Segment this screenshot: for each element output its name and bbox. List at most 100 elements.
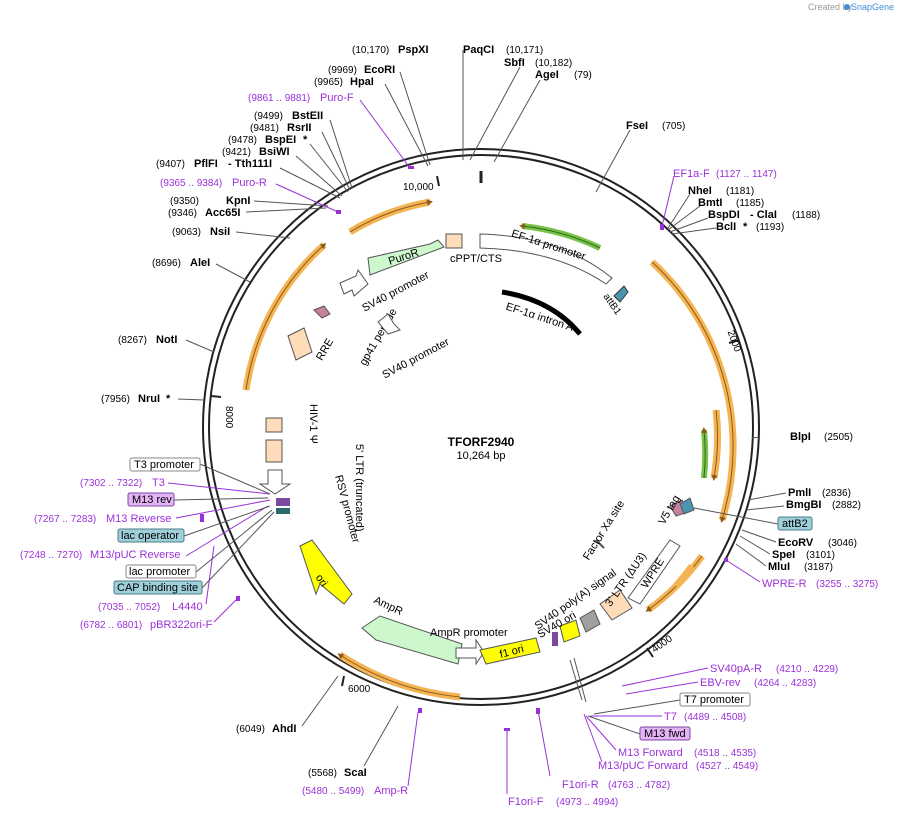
primer-m13-reverse-name[interactable]: M13 Reverse — [106, 513, 171, 525]
snapgene-logo-text: SnapGene — [851, 2, 894, 12]
site-pspxi-name[interactable]: PspXI — [398, 44, 429, 56]
feature-cppt-box[interactable] — [445, 233, 463, 249]
green-arc-ef1a-direction — [519, 223, 601, 249]
primer-ebv-rev-name[interactable]: EBV-rev — [700, 677, 741, 689]
site-nrui-name[interactable]: NruI — [138, 393, 160, 405]
feature-rsv-promoter-arrow[interactable] — [258, 469, 292, 495]
primer-puro-r-mark[interactable] — [336, 210, 341, 214]
orf-arc-left[interactable] — [242, 242, 327, 391]
primer-l4440-name[interactable]: L4440 — [172, 601, 203, 613]
site-scai-name[interactable]: ScaI — [344, 767, 367, 779]
site-pmli-name[interactable]: PmlI — [788, 487, 811, 499]
primer-f1ori-f-mark[interactable] — [504, 728, 510, 731]
feature-puror[interactable] — [367, 239, 445, 276]
orf-arc-puror[interactable] — [348, 198, 431, 235]
site-bspdi-name[interactable]: BspDI — [708, 209, 740, 221]
created-by-text: Created by — [808, 2, 853, 12]
site-bcli-name[interactable]: BclI — [716, 221, 736, 233]
primer-m13-forward-name[interactable]: M13 Forward — [618, 747, 683, 759]
site-sbfi-name[interactable]: SbfI — [504, 57, 525, 69]
feature-ef1a-promoter[interactable] — [479, 233, 613, 285]
box-lac-operator[interactable] — [117, 528, 185, 543]
primer-ef1a-f-mark[interactable] — [660, 224, 664, 230]
box-m13-fwd[interactable] — [639, 726, 691, 741]
primer-pbr322ori-f-name[interactable]: pBR322ori-F — [150, 619, 213, 631]
primer-pbr322ori-f-mark[interactable] — [236, 596, 240, 601]
feature-rre-box[interactable] — [287, 327, 313, 361]
tick-mark-2000 — [728, 339, 740, 344]
box-t7-promoter-leader — [593, 699, 681, 715]
primer-puro-f-mark[interactable] — [408, 166, 414, 169]
site-clai-name[interactable]: - ClaI — [750, 209, 777, 221]
primer-m13-puc-forward-name[interactable]: M13/pUC Forward — [598, 760, 688, 772]
feature-attb2-box[interactable] — [679, 497, 695, 515]
feature-ltr5-box[interactable] — [265, 439, 283, 463]
feature-wpre[interactable] — [627, 539, 681, 605]
feature-cap-marker[interactable] — [276, 508, 290, 514]
primer-amp-r-mark[interactable] — [418, 708, 422, 713]
site-bmti-name[interactable]: BmtI — [698, 197, 722, 209]
primer-f1ori-r-name[interactable]: F1ori-R — [562, 779, 599, 791]
feature-ori[interactable] — [299, 539, 353, 605]
primer-t7-name[interactable]: T7 — [664, 711, 677, 723]
primer-m13-puc-reverse-name[interactable]: M13/pUC Reverse — [90, 549, 180, 561]
primer-puro-r-name[interactable]: Puro-R — [232, 177, 267, 189]
feature-lac-region-marker[interactable] — [276, 498, 290, 506]
primer-m13-reverse-mark[interactable] — [200, 514, 204, 522]
site-rsrii-name[interactable]: RsrII — [287, 122, 311, 134]
feature-ampr-promoter-arrow[interactable] — [455, 638, 485, 666]
site-nsii-name[interactable]: NsiI — [210, 226, 230, 238]
feature-attb1-box[interactable] — [613, 285, 629, 303]
primer-t3-name[interactable]: T3 — [152, 477, 165, 489]
site-kpni-name[interactable]: KpnI — [226, 195, 250, 207]
box-t3-promoter[interactable] — [129, 457, 201, 472]
site-bsteii-name[interactable]: BstEII — [292, 110, 323, 122]
feature-ltr3-box[interactable] — [599, 589, 633, 621]
site-acc65i-name[interactable]: Acc65I — [205, 207, 240, 219]
box-cap-site[interactable] — [113, 580, 203, 595]
site-bspei-name[interactable]: BspEI — [265, 134, 296, 146]
primer-ef1a-f-name[interactable]: EF1a-F — [673, 168, 710, 180]
feature-ampr[interactable] — [361, 615, 463, 665]
primer-f1ori-r-mark[interactable] — [536, 708, 540, 714]
feature-sv40-promoter-2-arrow[interactable] — [377, 313, 401, 335]
box-lac-promoter[interactable] — [125, 564, 197, 579]
site-pflfi-name[interactable]: PflFI — [194, 158, 218, 170]
site-agei-name[interactable]: AgeI — [535, 69, 559, 81]
box-attb2[interactable] — [777, 516, 813, 531]
box-t7-promoter[interactable] — [679, 692, 751, 707]
box-lac-promoter-leader — [195, 509, 273, 573]
primer-sv40pa-r-name[interactable]: SV40pA-R — [710, 663, 762, 675]
feature-hiv1-box[interactable] — [265, 417, 283, 433]
site-hpai-name[interactable]: HpaI — [350, 76, 374, 88]
feature-gp41-marker[interactable] — [313, 305, 331, 319]
site-mlui-name[interactable]: MluI — [768, 561, 790, 573]
site-nhei-name[interactable]: NheI — [688, 185, 712, 197]
feature-sv40-polya-box[interactable] — [579, 609, 601, 633]
site-blpi-name[interactable]: BlpI — [790, 431, 811, 443]
site-bmgbi-name[interactable]: BmgBI — [786, 499, 821, 511]
site-ecorv-name[interactable]: EcoRV — [778, 537, 814, 549]
site-ecori-name[interactable]: EcoRI — [364, 64, 395, 76]
site-spei-name[interactable]: SpeI — [772, 549, 795, 561]
site-paqci-name[interactable]: PaqCI — [463, 44, 494, 56]
feature-sv40-promoter-arrow[interactable] — [339, 268, 369, 297]
site-ahdi-name[interactable]: AhdI — [272, 723, 296, 735]
primer-wpre-r-mark[interactable] — [724, 558, 728, 562]
primer-f1ori-f-name[interactable]: F1ori-F — [508, 796, 544, 808]
site-bsiwi-name[interactable]: BsiWI — [259, 146, 290, 158]
orf-arc-wpre-2[interactable] — [673, 563, 695, 589]
site-tth111i-name[interactable]: - Tth111I — [228, 158, 272, 170]
primer-amp-r-name[interactable]: Amp-R — [374, 785, 408, 797]
site-alei-name[interactable]: AleI — [190, 257, 210, 269]
primer-puro-f-name[interactable]: Puro-F — [320, 92, 354, 104]
site-noti-name[interactable]: NotI — [156, 334, 177, 346]
feature-f1-ori[interactable] — [479, 637, 541, 665]
feature-ef1a-intron[interactable] — [501, 289, 582, 336]
box-m13-rev[interactable] — [127, 492, 175, 507]
feature-sv40-ori-marker[interactable] — [552, 632, 558, 646]
feature-factor-xa-marker[interactable] — [595, 539, 605, 549]
primer-wpre-r-name[interactable]: WPRE-R — [762, 578, 807, 590]
site-fsei-name[interactable]: FseI — [626, 120, 648, 132]
feature-sv40-ori-box[interactable] — [559, 619, 581, 643]
